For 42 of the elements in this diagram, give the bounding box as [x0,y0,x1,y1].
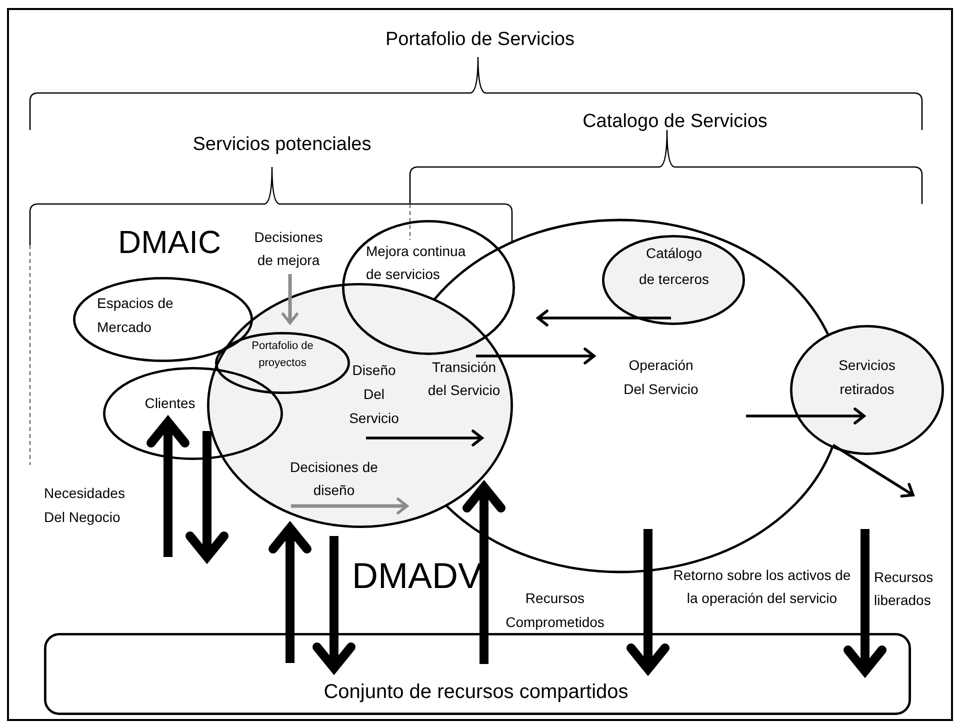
node-label: Catálogo de terceros [638,244,710,289]
annotation-text: Operación Del Servicio [596,353,726,425]
bracket-label: Servicios potenciales [192,133,372,157]
process-ellipse [207,283,513,528]
arrow [626,529,670,674]
annotation-text: Decisiones de mejora [246,226,331,272]
process-ellipse [790,325,944,455]
annotation-text: Decisiones de diseño [289,456,379,504]
arrow [832,444,914,498]
node-label: Mejora continua de servicios [366,242,467,284]
resource-pool-box [44,633,911,715]
arrow [536,310,671,326]
process-ellipse [73,277,253,362]
node-label: Portafolio de proyectos [250,339,314,371]
process-ellipse [342,220,515,355]
process-ellipse [602,235,745,325]
arrow [186,431,228,562]
flow-label: Necesidades Del Negocio [44,484,126,527]
flow-label: Recursos liberados [874,568,934,610]
node-label: Conjunto de recursos compartidos [322,680,630,705]
bracket-label: Catalogo de Servicios [582,110,768,134]
arrow [146,418,190,557]
arrow [462,482,506,664]
node-label: Diseño Del Servicio [348,361,400,428]
arrow [476,348,596,364]
node-label: Servicios retirados [838,356,896,399]
flow-label: Recursos Comprometidos [504,589,606,632]
method-label: DMADV [352,554,477,598]
method-label: DMAIC [118,223,222,262]
process-ellipse [103,367,283,460]
arrow [268,524,312,663]
arrow [312,536,356,672]
flow-label: Retorno sobre los activos de la operación del servicio [673,566,851,608]
arrow [291,498,408,514]
arrow [282,274,298,324]
annotation-text: Transición del Servicio [424,356,504,404]
arrow [366,430,484,446]
bracket-label: Portafolio de Servicios [384,28,576,52]
node-label: Clientes [144,394,196,413]
arrow [844,529,886,676]
arrow [746,408,866,424]
node-label: Espacios de Mercado [97,294,174,337]
